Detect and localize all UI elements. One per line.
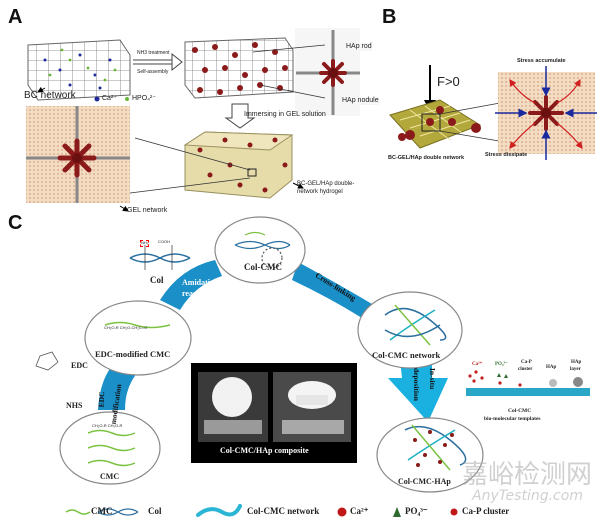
double-network-label: BC-GEL/HAp double network xyxy=(388,155,465,161)
col-structure xyxy=(129,245,191,270)
col-cmc-network-ellipse xyxy=(357,291,463,369)
watermark-cn: 嘉峪检测网 xyxy=(462,460,593,490)
template-po4-label: PO₄³⁻ xyxy=(495,362,508,367)
edc-label: EDC xyxy=(71,361,88,370)
immersing-arrow xyxy=(224,103,256,129)
col-cmc-ellipse xyxy=(214,216,306,284)
hpo4-label: HPO₄²⁻ xyxy=(132,95,157,102)
cmc-formula: CH₂O-R CH₂O-R xyxy=(92,423,123,428)
legend-cmc-icon xyxy=(65,509,91,515)
composite-label: Col-CMC/HAp composite xyxy=(220,446,309,455)
col-cmc-network-label: Col-CMC network xyxy=(372,350,441,360)
col-nh2: NH₂ xyxy=(140,240,150,247)
in-situ-label-2: deposition xyxy=(412,368,421,401)
network-fibers xyxy=(384,304,447,346)
hydrogel-block xyxy=(183,131,294,199)
amidation-label-1: Amidation xyxy=(182,278,219,287)
self-assembly-label: Self-assembly xyxy=(137,69,169,75)
hap-grid xyxy=(184,37,294,99)
bc-network-grid xyxy=(27,39,131,101)
ca-label: Ca²⁺ xyxy=(102,95,117,102)
col-cmc-structure xyxy=(234,231,291,269)
template-hap-layer-label-1: HAp xyxy=(571,360,582,365)
nh3-treatment-label: NH3 treatment xyxy=(137,50,170,56)
hap-nodule-label: HAp nodule xyxy=(342,97,379,106)
legend-po4-icon xyxy=(393,507,401,517)
force-label: F>0 xyxy=(437,74,460,89)
edc-modified-cmc-label: EDC-modified CMC xyxy=(95,349,171,359)
in-situ-deposition-arrow xyxy=(388,360,448,422)
legend-po4-label: PO₄³⁻ xyxy=(405,506,428,516)
edc-mod-label-1: EDC xyxy=(96,391,107,408)
col-cmc-hap-ellipse xyxy=(376,417,484,493)
col-cmc-hap-label: Col-CMC-HAp xyxy=(398,477,451,486)
in-situ-label-1: In-situ xyxy=(428,368,437,390)
hydrogel-label-2: network hydrogel xyxy=(297,189,343,195)
cross-linking-band xyxy=(292,262,372,318)
col-label: Col xyxy=(150,275,164,285)
legend-cmc-label: CMC xyxy=(91,506,113,516)
edc-structure xyxy=(35,351,59,371)
cmc-chains xyxy=(87,429,136,467)
template-label-2: bio-molecular templates xyxy=(484,416,541,422)
legend-cluster-icon xyxy=(450,508,458,516)
stress-inset xyxy=(495,66,597,160)
composite-photo xyxy=(191,363,357,463)
hap-network-fibers xyxy=(404,424,467,471)
nhs-label: NHS xyxy=(66,401,83,410)
ca-legend-dot xyxy=(94,96,100,102)
legend-col-icon xyxy=(97,508,139,516)
hydrogel-label-1: BC-GEL/HAp double- xyxy=(297,181,355,187)
gel-network-inset xyxy=(26,106,130,203)
panel-label-c: C xyxy=(8,212,23,234)
hpo4-legend-dot xyxy=(125,97,129,101)
edc-modified-formula: CH₂O-R CH₂O-CH₂C=O xyxy=(104,325,148,330)
stress-accumulate-label: Stress accumulate xyxy=(517,58,566,64)
legend-network-icon xyxy=(196,504,242,517)
legend-network-label: Col-CMC network xyxy=(247,506,320,516)
gel-network-label: GEL network xyxy=(127,207,168,214)
template-ca-label: Ca²⁺ xyxy=(472,362,483,367)
hap-rod-label: HAp rod xyxy=(346,43,372,52)
legend-ca-icon xyxy=(337,507,347,517)
col-cooh: COOH xyxy=(158,239,170,244)
template-cap-label-2: cluster xyxy=(518,367,533,372)
bio-molecular-template xyxy=(466,370,590,396)
legend-ca-label: Ca²⁺ xyxy=(350,506,369,516)
template-hap-layer-label-2: layer xyxy=(570,367,581,372)
template-cap-label-1: Ca-P xyxy=(521,360,532,365)
hap-rod-inset xyxy=(252,28,360,116)
edc-cmc-chain xyxy=(104,321,171,329)
template-hap-label: HAp xyxy=(546,365,557,370)
legend-cluster-label: Ca-P cluster xyxy=(462,506,510,516)
amidation-band xyxy=(160,260,222,310)
cmc-label: CMC xyxy=(100,472,120,481)
bc-network-label: BC network xyxy=(24,90,76,101)
amidation-label-2: reaction xyxy=(182,289,210,298)
edc-modified-cmc-ellipse xyxy=(84,300,192,376)
panel-label-a: A xyxy=(8,6,23,28)
stress-dissipate-label: Stress dissipate xyxy=(485,152,528,158)
template-label-1: Col-CMC xyxy=(508,408,532,414)
double-network-plate xyxy=(389,99,482,149)
col-cmc-label: Col-CMC xyxy=(244,262,282,272)
immersing-label: Immersing in GEL solution xyxy=(244,111,326,118)
watermark-en: AnyTesting.com xyxy=(472,488,583,504)
panel-label-b: B xyxy=(382,6,397,28)
legend-col-label: Col xyxy=(148,506,162,516)
